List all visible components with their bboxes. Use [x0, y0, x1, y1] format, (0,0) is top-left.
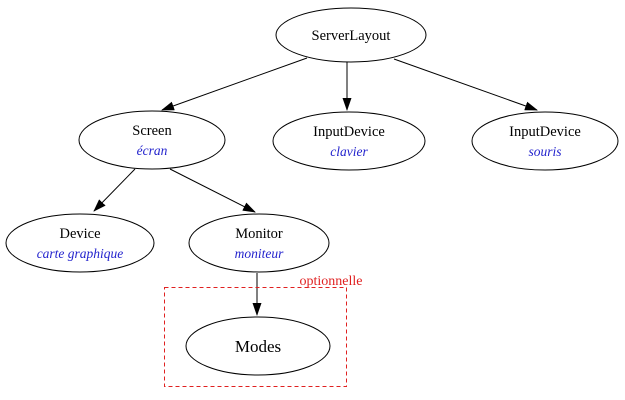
node-inputdevice-mouse: InputDevice souris	[471, 111, 619, 171]
node-label-serverlayout: ServerLayout	[312, 28, 391, 44]
node-ellipse-screen	[78, 110, 226, 170]
node-label-monitor: Monitor	[235, 226, 283, 242]
node-ellipse-inputdevice-keyboard	[272, 111, 426, 171]
edge-screen-monitor	[169, 168, 256, 213]
node-sublabel-inputdevice-keyboard: clavier	[330, 144, 368, 159]
edge-screen-device	[93, 168, 136, 212]
optional-box-label: optionnelle	[300, 274, 363, 289]
node-label-device: Device	[59, 226, 100, 242]
edge-serverlayout-inputdevice-mouse	[393, 58, 538, 111]
node-device: Device carte graphique	[5, 213, 155, 273]
node-ellipse-device	[5, 213, 155, 273]
node-sublabel-inputdevice-mouse: souris	[528, 144, 561, 159]
node-modes: Modes	[185, 316, 331, 376]
node-serverlayout: ServerLayout	[275, 7, 427, 63]
node-label-modes: Modes	[235, 337, 281, 356]
node-label-inputdevice-mouse: InputDevice	[509, 124, 581, 140]
node-inputdevice-keyboard: InputDevice clavier	[272, 111, 426, 171]
node-sublabel-monitor: moniteur	[235, 246, 284, 261]
optional-box	[164, 287, 347, 387]
edge-serverlayout-screen	[161, 57, 308, 111]
node-ellipse-modes	[185, 316, 331, 376]
node-label-inputdevice-keyboard: InputDevice	[313, 124, 385, 140]
node-monitor: Monitor moniteur	[188, 213, 330, 273]
node-ellipse-monitor	[188, 213, 330, 273]
node-screen: Screen écran	[78, 110, 226, 170]
node-ellipse-serverlayout	[275, 7, 427, 63]
node-sublabel-device: carte graphique	[37, 246, 124, 261]
node-ellipse-inputdevice-mouse	[471, 111, 619, 171]
node-label-screen: Screen	[132, 123, 172, 139]
node-sublabel-screen: écran	[137, 143, 168, 158]
